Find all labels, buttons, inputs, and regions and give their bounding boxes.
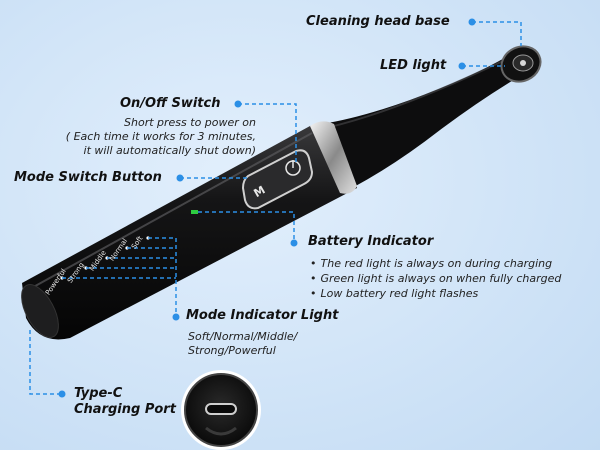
button-panel-frame	[241, 149, 314, 210]
battery-bullet: The red light is always on during chargi…	[310, 256, 561, 271]
leader-cleaning-head	[472, 21, 522, 46]
on-off-description: Short press to power on ( Each time it w…	[6, 116, 256, 158]
button-panel: M	[241, 149, 314, 210]
neck-highlight	[329, 59, 506, 128]
leader-battery	[198, 211, 295, 241]
chrome-ring	[310, 121, 357, 194]
label-battery-indicator: Battery Indicator	[308, 234, 434, 249]
label-cleaning-head-base: Cleaning head base	[306, 14, 450, 29]
leader-type-c	[29, 330, 62, 395]
leader-mode-a	[148, 237, 177, 316]
mode-indicator-line: Strong/Powerful	[188, 344, 276, 357]
label-led-light: LED light	[380, 58, 447, 73]
label-charging-port: Charging Port	[74, 402, 176, 417]
neck	[322, 56, 520, 188]
leader-dots	[58, 18, 476, 398]
label-mode-indicator-light: Mode Indicator Light	[186, 308, 339, 323]
leader-lines	[29, 21, 522, 395]
on-off-line: it will automatically shut down)	[83, 144, 256, 157]
cleaning-head	[500, 45, 542, 83]
inset-lanyard	[205, 426, 237, 436]
type-c-port-inset	[181, 370, 261, 450]
label-mode-switch-button: Mode Switch Button	[14, 170, 162, 185]
battery-indicator-led	[191, 210, 198, 214]
mode-indicator-description: Soft/Normal/Middle/ Strong/Powerful	[188, 330, 297, 358]
battery-bullet: Green light is always on when fully char…	[310, 271, 562, 286]
led-icon	[520, 60, 526, 66]
label-type-c: Type-C	[74, 386, 123, 401]
on-off-line: Short press to power on	[124, 116, 256, 129]
type-c-port-icon	[205, 403, 237, 415]
handle-end-cap	[21, 284, 59, 338]
battery-bullet: Low battery red light flashes	[310, 286, 561, 301]
battery-bullets: The red light is always on during chargi…	[310, 256, 562, 301]
on-off-line: ( Each time it works for 3 minutes,	[65, 130, 256, 143]
mode-indicator-line: Soft/Normal/Middle/	[188, 330, 298, 343]
handle-highlight	[27, 132, 313, 291]
label-on-off-switch: On/Off Switch	[120, 96, 221, 111]
leader-on-off	[238, 103, 297, 162]
